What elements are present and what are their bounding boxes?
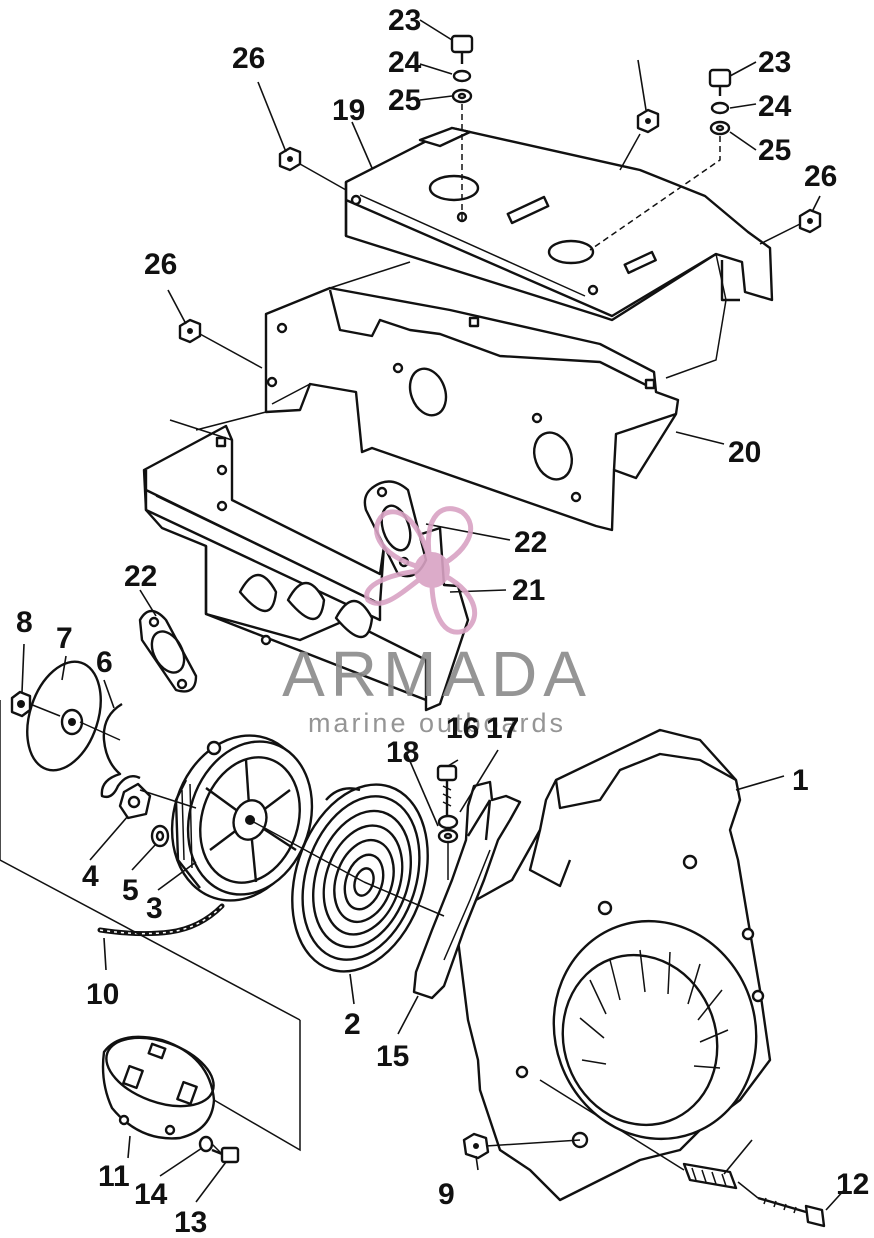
part-13-screw: [211, 1146, 240, 1164]
callout-25-right: 25: [758, 134, 791, 167]
part-5-washer: [150, 824, 170, 848]
callout-21: 21: [512, 574, 545, 607]
part-10-starter-rope: [97, 903, 225, 937]
part-19-top-cover: [344, 126, 774, 322]
callout-20: 20: [728, 436, 761, 469]
callout-labels: 1 2 3 4 5 6 7 8 9 10 11 12 13 14 15 16 1…: [16, 4, 869, 1238]
assembly-lines: [0, 104, 801, 1199]
callout-3: 3: [146, 892, 163, 925]
callout-17: 17: [486, 712, 519, 745]
part-23-bolt-left: [450, 34, 474, 64]
part-22-gasket-upper: [363, 480, 428, 578]
part-1-blower-housing: [456, 728, 772, 1202]
callout-26-left: 26: [144, 248, 177, 281]
callout-4: 4: [82, 860, 99, 893]
part-4-pawl: [118, 782, 152, 820]
armada-watermark: ARMADA marine outboards: [282, 506, 592, 738]
callout-26-upper-left: 26: [232, 42, 265, 75]
part-24-washer-left: [452, 69, 472, 83]
callout-25-left: 25: [388, 84, 421, 117]
callout-23-right: 23: [758, 46, 791, 79]
callout-13: 13: [174, 1206, 207, 1238]
callout-24-left: 24: [388, 46, 422, 79]
part-7-retainer-cup: [26, 660, 102, 772]
callout-10: 10: [86, 978, 119, 1011]
callout-14: 14: [134, 1178, 168, 1211]
callout-24-right: 24: [758, 90, 792, 123]
part-9-nut: [462, 1132, 490, 1160]
part-11-starter-cup: [101, 1035, 216, 1140]
callout-26-right: 26: [804, 160, 837, 193]
part-21-front-baffle: [142, 424, 470, 712]
callout-1: 1: [792, 764, 809, 797]
part-22-gasket-lower: [138, 609, 198, 693]
part-26-nut-upper-left: [278, 146, 302, 172]
part-3-starter-pulley: [170, 734, 314, 902]
callout-16: 16: [446, 712, 479, 745]
part-12-long-screw: [757, 1196, 826, 1228]
callout-15: 15: [376, 1040, 409, 1073]
part-8-nut: [10, 690, 32, 718]
part-26-nut-top: [636, 108, 660, 134]
callout-23-left: 23: [388, 4, 421, 37]
callout-19: 19: [332, 94, 365, 127]
part-15-starter-bracket: [412, 780, 522, 1000]
part-18-washer: [437, 828, 459, 844]
part-25-washer-right: [709, 120, 731, 136]
callout-12: 12: [836, 1168, 869, 1201]
part-20-rear-baffle: [264, 286, 680, 532]
callout-8: 8: [16, 606, 33, 639]
part-27-spacer: [682, 1162, 738, 1190]
part-24-washer-right: [710, 101, 730, 115]
watermark-tagline-text: marine outboards: [308, 708, 566, 738]
callout-6: 6: [96, 646, 113, 679]
callout-9: 9: [438, 1178, 455, 1211]
callout-11: 11: [98, 1160, 130, 1193]
part-26-nut-left: [178, 318, 202, 344]
part-23-bolt-right: [708, 68, 732, 96]
callout-18: 18: [386, 736, 419, 769]
part-26-nut-right: [798, 208, 822, 234]
leader-lines: [21, 19, 847, 1211]
callout-22-upper: 22: [514, 526, 547, 559]
callout-2: 2: [344, 1008, 361, 1041]
propeller-logo-icon: [364, 506, 478, 635]
part-25-washer-left: [451, 88, 473, 104]
part-2-recoil-spring: [291, 783, 429, 973]
part-6-spring-clip: [100, 702, 141, 799]
part-16-bolt: [436, 764, 458, 816]
callout-22-lower: 22: [124, 560, 157, 593]
callout-5: 5: [122, 874, 139, 907]
watermark-brand-text: ARMADA: [282, 638, 592, 710]
part-17-lock-washer: [437, 814, 459, 830]
callout-7: 7: [56, 622, 73, 655]
